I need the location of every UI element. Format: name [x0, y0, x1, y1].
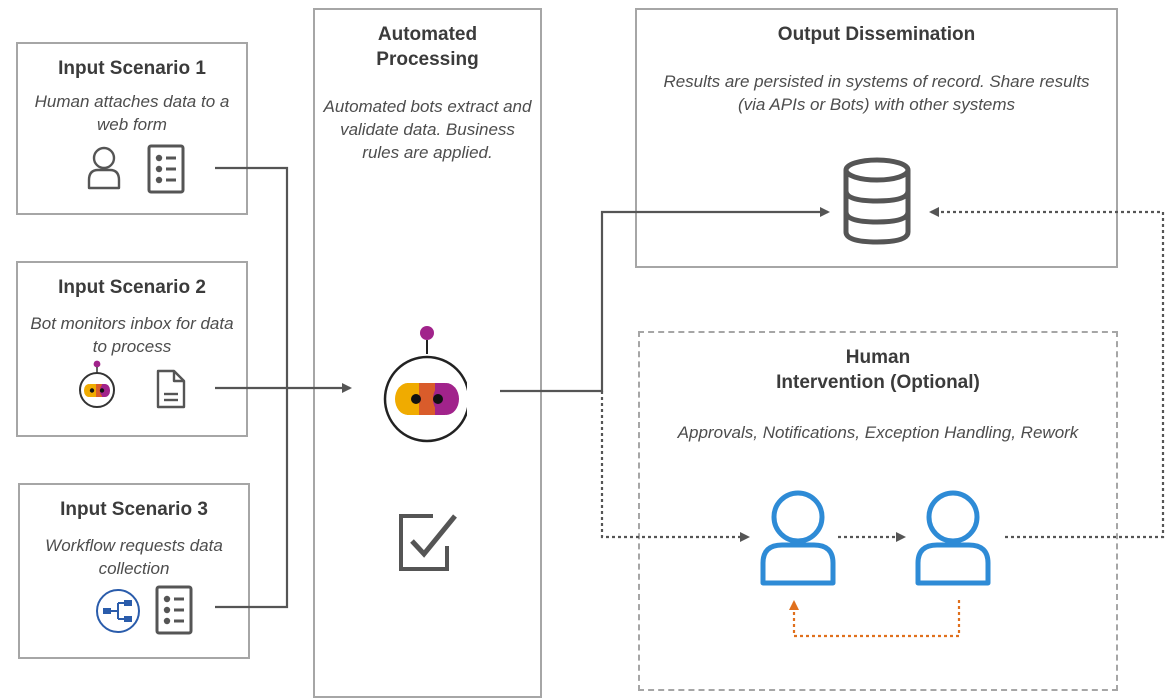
input-scenario-1-description: Human attaches data to a web form: [34, 92, 230, 134]
human-intervention-title-line2: Intervention (Optional): [776, 372, 980, 393]
human-intervention-title-line1: Human: [845, 347, 911, 368]
person-icon: [86, 144, 122, 197]
human-to-output-arrow: [929, 207, 1165, 539]
input3-connector: [215, 388, 289, 609]
connector-lines: [215, 166, 1165, 638]
input-scenario-1-title: Input Scenario 1: [58, 58, 206, 79]
input-scenario-3-description: Workflow requests data collection: [45, 536, 223, 578]
input-scenario-2-title: Input Scenario 2: [58, 277, 206, 298]
output-dissemination-box: Output Dissemination Results are persist…: [635, 8, 1118, 268]
input1-connector: [215, 166, 289, 388]
processing-to-human-arrow: [600, 391, 750, 542]
database-icon: [840, 156, 914, 251]
automated-processing-title-line2: Processing: [376, 49, 479, 70]
input-scenario-3-box: Input Scenario 3 Workflow requests data …: [18, 483, 250, 659]
output-dissemination-title: Output Dissemination: [777, 24, 976, 45]
bot-icon: [74, 359, 120, 416]
input-scenario-3-title: Input Scenario 3: [60, 499, 208, 520]
human-intervention-description: Approvals, Notifications, Exception Hand…: [677, 423, 1079, 442]
input-scenario-2-box: Input Scenario 2 Bot monitors inbox for …: [16, 261, 248, 437]
workflow-icon: [94, 587, 142, 640]
input-scenario-1-box: Input Scenario 1 Human attaches data to …: [16, 42, 248, 215]
rework-arrow: [789, 600, 961, 638]
form-list-icon: [146, 143, 186, 200]
checkbox-icon: [397, 510, 463, 579]
output-dissemination-description: Results are persisted in systems of reco…: [663, 72, 1090, 114]
input-scenario-2-description: Bot monitors inbox for data to process: [30, 314, 234, 356]
automated-processing-title-line1: Automated: [377, 24, 478, 45]
bot-icon: [375, 324, 471, 449]
person-icon: [913, 487, 993, 592]
document-icon: [154, 367, 188, 416]
form-list-icon: [154, 584, 194, 641]
person-icon: [758, 487, 838, 592]
automated-processing-description: Automated bots extract and validate data…: [323, 97, 532, 162]
processing-to-output-arrow: [500, 207, 830, 393]
automated-processing-box: Automated Processing Automated bots extr…: [313, 8, 542, 698]
